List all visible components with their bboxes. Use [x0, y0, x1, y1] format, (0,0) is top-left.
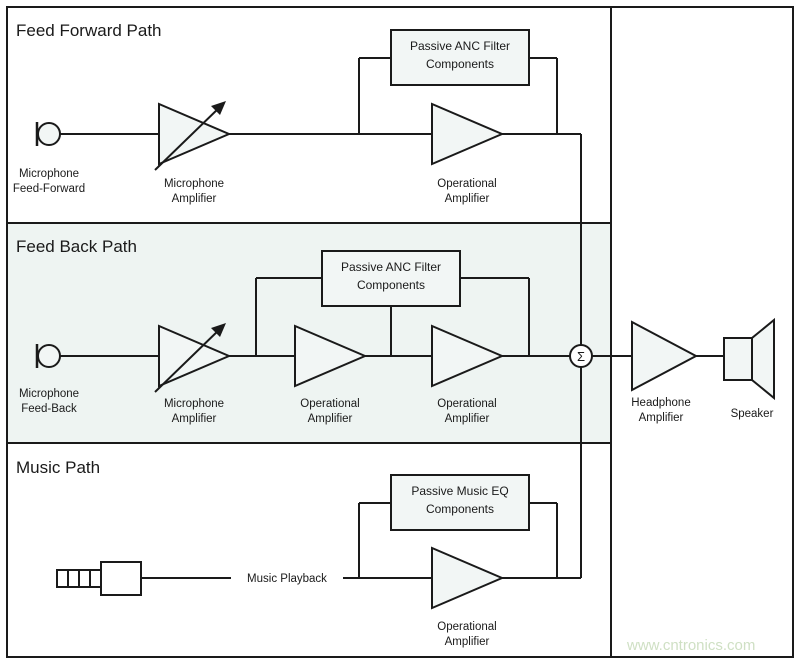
passive-anc-filter-fb-label-line1: Passive ANC Filter	[341, 260, 441, 274]
microphone-amplifier-feed-back-symbol	[154, 323, 232, 393]
passive-anc-filter-ff-label-line1: Passive ANC Filter	[410, 39, 510, 53]
operational-amplifier-feed-back-2-symbol	[431, 324, 505, 388]
outer-frame	[6, 6, 794, 658]
section-title-music: Music Path	[16, 458, 100, 477]
microphone-feed-back-label-line2: Feed-Back	[21, 403, 77, 415]
microphone-feed-forward-label-line1: Microphone	[19, 168, 79, 180]
microphone-feed-forward-symbol	[35, 122, 61, 146]
summing-junction-symbol: Σ	[577, 349, 585, 364]
operational-amplifier-ff-label-line1: Operational	[437, 178, 496, 190]
passive-anc-filter-fb-label-line2: Components	[357, 278, 425, 292]
operational-amplifier-fb1-label-line1: Operational	[300, 398, 359, 410]
section-title-feed-back: Feed Back Path	[16, 237, 137, 256]
microphone-amplifier-ff-label-line2: Amplifier	[172, 193, 217, 205]
operational-amplifier-music-symbol	[431, 546, 505, 610]
summing-junction: Σ	[569, 344, 593, 368]
music-playback-label: Music Playback	[247, 573, 327, 585]
audio-jack-icon	[56, 561, 142, 596]
passive-anc-filter-box-feed-back	[321, 250, 461, 307]
passive-anc-filter-ff-label-line2: Components	[426, 57, 494, 71]
speaker-label: Speaker	[731, 408, 774, 420]
microphone-amplifier-ff-label-line1: Microphone	[164, 178, 224, 190]
operational-amplifier-music-label-line2: Amplifier	[445, 636, 490, 648]
passive-music-eq-box	[390, 474, 530, 531]
passive-anc-filter-box-feed-forward	[390, 29, 530, 86]
operational-amplifier-fb1-label-line2: Amplifier	[308, 413, 353, 425]
microphone-amplifier-fb-label-line1: Microphone	[164, 398, 224, 410]
headphone-amplifier-symbol	[631, 320, 699, 392]
headphone-amplifier-label-line2: Amplifier	[639, 412, 684, 424]
microphone-feed-back-symbol	[35, 344, 61, 368]
microphone-amplifier-fb-label-line2: Amplifier	[172, 413, 217, 425]
operational-amplifier-fb2-label-line1: Operational	[437, 398, 496, 410]
speaker-symbol	[723, 317, 775, 401]
passive-music-eq-label-line1: Passive Music EQ	[411, 484, 508, 498]
operational-amplifier-fb2-label-line2: Amplifier	[445, 413, 490, 425]
microphone-feed-back-label-line1: Microphone	[19, 388, 79, 400]
section-title-feed-forward: Feed Forward Path	[16, 21, 162, 40]
operational-amplifier-feed-back-1-symbol	[294, 324, 368, 388]
operational-amplifier-ff-label-line2: Amplifier	[445, 193, 490, 205]
headphone-amplifier-label-line1: Headphone	[631, 397, 690, 409]
microphone-feed-forward-label-line2: Feed-Forward	[13, 183, 85, 195]
operational-amplifier-feed-forward-symbol	[431, 102, 505, 166]
watermark-text: www.cntronics.com	[626, 637, 755, 654]
microphone-amplifier-feed-forward-symbol	[154, 101, 232, 171]
operational-amplifier-music-label-line1: Operational	[437, 621, 496, 633]
passive-music-eq-label-line2: Components	[426, 502, 494, 516]
